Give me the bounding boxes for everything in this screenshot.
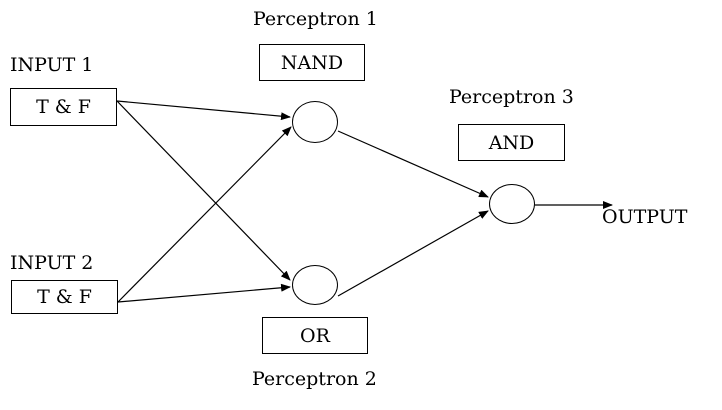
perceptron-1-title: Perceptron 1	[253, 8, 378, 30]
perceptron-1-node	[292, 101, 338, 143]
input-1-box: T & F	[10, 88, 117, 126]
perceptron-1-gate-box: NAND	[259, 44, 365, 81]
edge-perceptron2-to-perceptron3	[337, 210, 489, 297]
edge-perceptron1-to-perceptron3	[337, 130, 489, 198]
input-2-label: INPUT 2	[10, 252, 94, 274]
edge-input2-to-perceptron1	[117, 126, 292, 303]
perceptron-2-title: Perceptron 2	[252, 368, 377, 390]
edge-input1-to-perceptron2	[116, 100, 291, 281]
perceptron-2-gate-box: OR	[262, 317, 368, 354]
input-1-label: INPUT 1	[10, 54, 94, 76]
edge-input1-to-perceptron1	[116, 100, 291, 121]
edge-input2-to-perceptron2	[117, 283, 291, 303]
perceptron-3-gate-box: AND	[458, 124, 565, 161]
output-label: OUTPUT	[602, 206, 688, 228]
perceptron-3-title: Perceptron 3	[449, 86, 574, 108]
perceptron-3-node	[489, 184, 535, 224]
input-2-box: T & F	[11, 280, 118, 314]
perceptron-2-node	[292, 265, 338, 305]
